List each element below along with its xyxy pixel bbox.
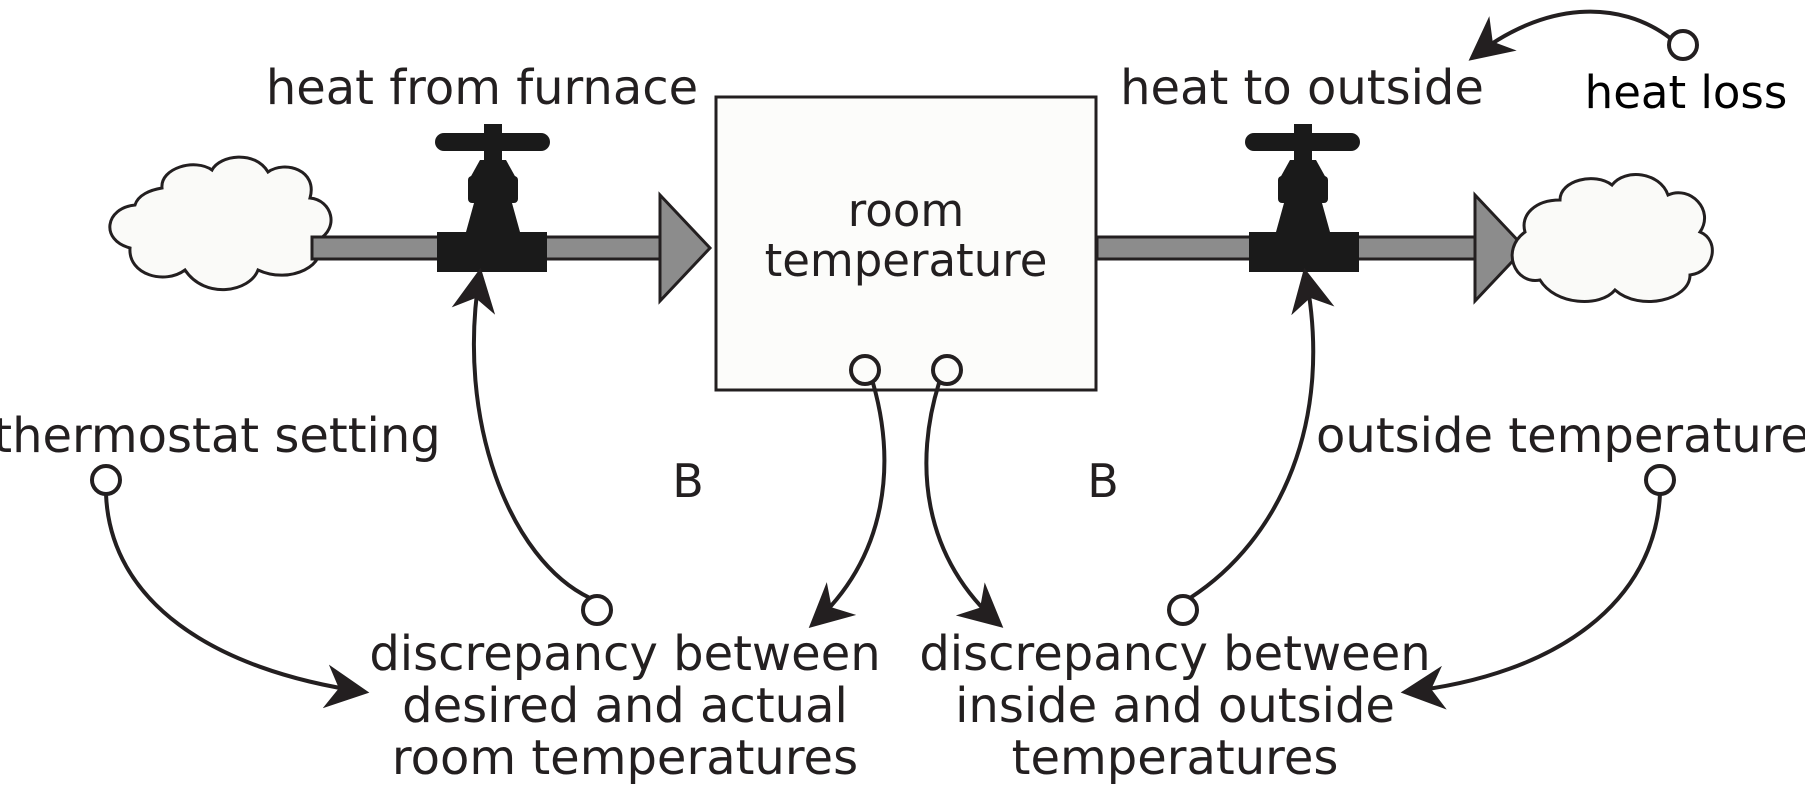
discrepancy-right-node-icon [1167,594,1199,626]
stock-label-line2: temperature [765,234,1048,287]
thermostat-link-arrow [104,493,370,709]
discrepancy-left-line1: discrepancy between [369,626,880,682]
source-cloud-icon [108,155,333,292]
outside-temp-link-arrow [1400,493,1662,710]
discrepancy-right-to-outflow-arrow [1188,267,1335,600]
heat-loss-node-icon [1667,29,1699,61]
outflow-label: heat to outside [1120,60,1484,116]
loop-marker-right: B [1087,454,1119,508]
heat-loss-link-arrow [1468,9,1672,61]
discrepancy-desired-actual-variable: discrepancy between desired and actual r… [369,267,881,786]
sink-cloud-icon [1510,173,1714,304]
discrepancy-right-line2: inside and outside [955,678,1395,734]
inflow-arrowhead [658,191,713,305]
inflow-label: heat from furnace [266,60,698,116]
stock-connector-left-icon [849,354,881,386]
outflow-valve-icon [1245,124,1360,272]
discrepancy-right-line3: temperatures [1012,730,1339,786]
outside-temperature-variable: outside temperature [1316,408,1805,710]
outside-temperature-label: outside temperature [1316,408,1805,464]
inflow-valve-icon [435,124,550,272]
stock-room-temperature: room temperature [714,95,1098,392]
heat-loss-variable: heat loss [1468,9,1788,119]
loop-marker-left: B [672,454,704,508]
room-temp-to-left-discrepancy-arrow [808,382,887,628]
discrepancy-left-line3: room temperatures [392,730,858,786]
stock-connector-right-icon [931,354,963,386]
thermostat-setting-label: thermostat setting [0,408,441,464]
discrepancy-left-line2: desired and actual [402,678,848,734]
thermostat-setting-variable: thermostat setting [0,408,441,709]
outside-temp-node-icon [1644,464,1676,496]
discrepancy-left-node-icon [581,594,613,626]
discrepancy-inside-outside-variable: discrepancy between inside and outside t… [919,267,1431,786]
discrepancy-right-line1: discrepancy between [919,626,1430,682]
stock-label-line1: room [848,184,964,237]
outflow-arrowhead [1473,191,1528,305]
heat-loss-label: heat loss [1585,66,1788,119]
thermostat-node-icon [90,464,122,496]
room-temp-to-right-discrepancy-arrow [924,382,1004,628]
discrepancy-left-to-inflow-arrow [451,267,591,600]
